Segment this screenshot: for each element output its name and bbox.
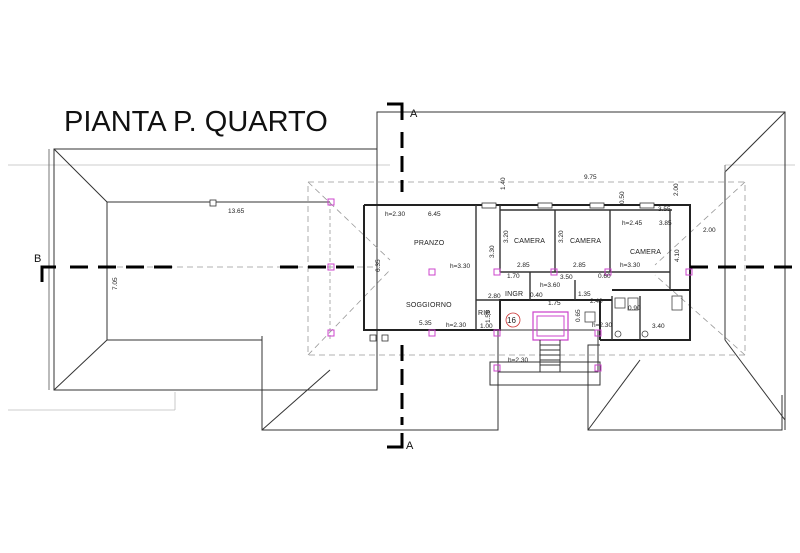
bottom-right-roof: [587, 344, 783, 431]
dim-h2-30-sogg: h=2.30: [446, 322, 466, 329]
dim-3-20-a: 3.20: [503, 230, 510, 243]
stair-block: [489, 311, 601, 386]
dim-6-35: 6.35: [375, 259, 382, 272]
dim-1-55: 1.55: [485, 310, 492, 323]
room-camera-2: CAMERA: [570, 238, 601, 245]
dim-7-05: 7.05: [112, 277, 119, 290]
dim-3-85: 3.85: [659, 220, 672, 227]
dim-h3-30-a: h=3.30: [450, 263, 470, 270]
section-b-label: B: [34, 253, 41, 265]
dim-3-30-v: 3.30: [489, 245, 496, 258]
dim-2-00-top: 2.00: [673, 183, 680, 196]
dim-1-40: 1.40: [500, 177, 507, 190]
dim-13-65: 13.65: [228, 208, 245, 215]
dim-0-50: 0.50: [619, 191, 626, 204]
dim-5-35: 5.35: [419, 320, 432, 327]
room-ripostiglio: RIP.: [478, 310, 492, 317]
room-camera-3: CAMERA: [630, 249, 661, 256]
dimension-labels: 13.65 7.05 9.75 1.40 2.00 0.50 3.55 3.85…: [112, 174, 716, 364]
dim-0-40: 0.40: [530, 292, 543, 299]
dim-h3-60: h=3.60: [540, 282, 560, 289]
plan-title: PIANTA P. QUARTO: [64, 106, 328, 138]
room-soggiorno: SOGGIORNO: [406, 302, 452, 309]
dim-0-60: 0.60: [598, 273, 611, 280]
room-ingresso: INGR: [505, 291, 523, 298]
dim-0-90: 0.90: [628, 305, 641, 312]
interior-walls: [475, 205, 672, 340]
dim-h3-30-b: h=3.30: [620, 262, 640, 269]
dim-2-80: 2.80: [488, 293, 501, 300]
dim-h2-45: h=2.45: [622, 220, 642, 227]
stair-number-circle: [505, 312, 521, 328]
dim-1-70: 1.70: [507, 273, 520, 280]
dim-3-55: 3.55: [658, 206, 671, 213]
dim-3-50: 3.50: [560, 274, 573, 281]
dim-2-85-b: 2.85: [573, 262, 586, 269]
dim-2-00-right: 2.00: [703, 227, 716, 234]
dim-1-00: 1.00: [480, 323, 493, 330]
dim-3-40: 3.40: [652, 323, 665, 330]
bottom-left-roof: [261, 336, 499, 431]
dim-1-75: 1.75: [548, 300, 561, 307]
dim-h2-30-bath: h=2.30: [592, 322, 612, 329]
left-roof: [48, 148, 378, 391]
dim-3-20-b: 3.20: [558, 230, 565, 243]
bathroom-fixtures: [584, 295, 683, 338]
dim-6-45: 6.45: [428, 211, 441, 218]
dim-h2-30-bottom: h=2.30: [508, 357, 528, 364]
dim-2-40: 2.40: [590, 298, 603, 305]
dim-4-10: 4.10: [674, 249, 681, 262]
dim-0-65: 0.65: [575, 309, 582, 322]
dim-2-85-a: 2.85: [517, 262, 530, 269]
top-roof: [376, 111, 786, 430]
windows: [209, 199, 655, 342]
section-line-a: [387, 102, 404, 449]
section-line-b: [40, 265, 792, 282]
dim-9-75: 9.75: [584, 174, 597, 181]
column-markers: [327, 198, 693, 372]
dim-h2-30-pranzo: h=2.30: [385, 211, 405, 218]
exterior-walls: [363, 204, 691, 341]
room-pranzo: PRANZO: [414, 240, 445, 247]
stair-number: 16: [507, 316, 516, 325]
room-camera-1: CAMERA: [514, 238, 545, 245]
dim-1-35: 1.35: [578, 291, 591, 298]
section-a-bottom-label: A: [406, 440, 414, 452]
section-a-top-label: A: [410, 108, 418, 120]
